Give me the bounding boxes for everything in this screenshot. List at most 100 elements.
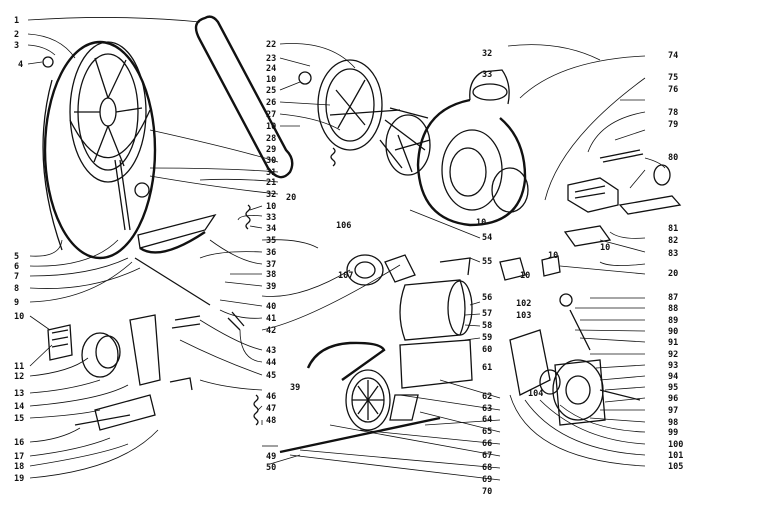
label-part: 5 (14, 252, 19, 262)
label-part: 34 (266, 224, 276, 234)
label-part: 27 (266, 110, 276, 120)
label-part: 10 (266, 202, 276, 212)
labels-misc: 10 10 10 10 (476, 218, 610, 281)
label-part: 103 (516, 311, 531, 321)
label-part: 97 (668, 406, 678, 416)
labels-center: 40 41 42 43 44 45 46 47 48 49 50 39 62 6… (266, 302, 492, 497)
label-part: 62 (482, 392, 492, 402)
labels-motor: 32 33 54 55 56 57 58 59 60 61 102 103 10… (482, 49, 543, 399)
label-part: 83 (668, 249, 678, 259)
gear-housing (539, 293, 641, 426)
label-part: 79 (668, 120, 678, 130)
label-part: 76 (668, 85, 678, 95)
label-part: 32 (266, 190, 276, 200)
label-part: 61 (482, 363, 492, 373)
label-part: 13 (14, 389, 24, 399)
label-part: 44 (266, 358, 276, 368)
label-part: 106 (336, 221, 351, 231)
label-part: 56 (482, 293, 492, 303)
label-part: 35 (266, 236, 276, 246)
label-part: 7 (14, 272, 19, 282)
label-part: 10 (520, 271, 530, 281)
label-part: 94 (668, 372, 678, 382)
label-part: 49 (266, 452, 276, 462)
label-part: 60 (482, 345, 492, 355)
idler-bracket-parts (47, 159, 245, 431)
label-part: 6 (14, 262, 19, 272)
label-part: 32 (482, 49, 492, 59)
blower-housing (416, 69, 529, 227)
label-part: 55 (482, 257, 492, 267)
labels-right: 74 75 76 78 79 80 81 82 83 20 87 88 89 9… (668, 51, 683, 472)
label-part: 10 (600, 243, 610, 253)
label-part: 18 (14, 462, 24, 472)
label-part: 8 (14, 284, 19, 294)
label-part: 38 (266, 270, 276, 280)
label-part: 78 (668, 108, 678, 118)
label-part: 39 (266, 282, 276, 292)
label-part: 2 (14, 30, 19, 40)
label-part: 37 (266, 260, 276, 270)
label-part: 90 (668, 327, 678, 337)
label-part: 59 (482, 333, 492, 343)
label-part: 64 (482, 415, 492, 425)
label-part: 4 (18, 60, 23, 70)
label-part: 14 (14, 402, 24, 412)
label-part: 57 (482, 309, 492, 319)
motor-assembly (346, 254, 551, 396)
label-part: 74 (668, 51, 678, 61)
label-part: 65 (482, 427, 492, 437)
large-pulley-assembly (42, 40, 157, 260)
lower-pulley-assembly (279, 341, 441, 454)
label-part: 20 (286, 193, 296, 203)
label-part: 17 (14, 452, 24, 462)
label-part: 24 (266, 64, 276, 74)
label-part: 89 (668, 316, 678, 326)
label-part: 68 (482, 463, 492, 473)
label-part: 98 (668, 418, 678, 428)
label-part: 10 (14, 312, 24, 322)
label-part: 40 (266, 302, 276, 312)
label-part: 93 (668, 361, 678, 371)
label-part: 92 (668, 350, 678, 360)
label-part: 95 (668, 383, 678, 393)
label-part: 31 (266, 168, 276, 178)
label-part: 42 (266, 326, 276, 336)
label-part: 100 (668, 440, 683, 450)
label-part: 63 (482, 404, 492, 414)
v-belt-long (194, 15, 294, 179)
label-part: 39 (290, 383, 300, 393)
label-part: 70 (482, 487, 492, 497)
label-part: 91 (668, 338, 678, 348)
label-part: 10 (548, 251, 558, 261)
labels-upper-mid: 22 23 24 10 25 26 27 10 28 29 30 31 21 3… (266, 40, 353, 292)
leader-lines (27, 17, 666, 481)
label-part: 36 (266, 248, 276, 258)
label-part: 96 (668, 394, 678, 404)
label-part: 20 (668, 269, 678, 279)
label-part: 25 (266, 86, 276, 96)
label-part: 45 (266, 371, 276, 381)
label-part: 10 (266, 122, 276, 132)
label-part: 81 (668, 224, 678, 234)
label-part: 21 (266, 178, 276, 188)
label-part: 82 (668, 236, 678, 246)
label-part: 9 (14, 298, 19, 308)
label-part: 19 (14, 474, 24, 484)
label-part: 23 (266, 54, 276, 64)
label-part: 11 (14, 362, 24, 372)
label-part: 87 (668, 293, 678, 303)
label-part: 107 (338, 271, 353, 281)
label-part: 47 (266, 404, 276, 414)
label-part: 12 (14, 372, 24, 382)
label-part: 105 (668, 462, 683, 472)
label-part: 10 (476, 218, 486, 228)
label-part: 3 (14, 41, 19, 51)
label-part: 88 (668, 304, 678, 314)
label-part: 50 (266, 463, 276, 473)
label-part: 102 (516, 299, 531, 309)
label-part: 99 (668, 428, 678, 438)
label-part: 101 (668, 451, 683, 461)
